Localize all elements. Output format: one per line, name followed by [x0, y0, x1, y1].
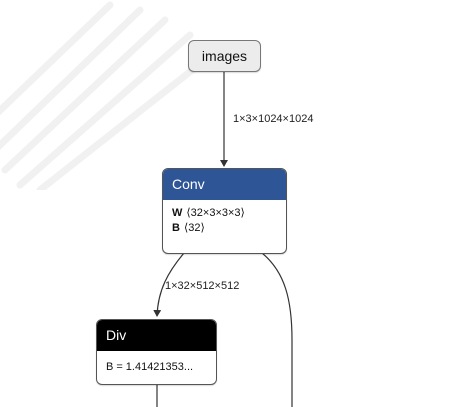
edge-conv-div — [153, 252, 185, 317]
div-attr-b: B=1.41421353... — [106, 360, 207, 375]
edge-label-images-conv: 1×3×1024×1024 — [233, 113, 314, 125]
div-attr-b-value: 1.41421353... — [125, 361, 194, 373]
div-node-title: Div — [106, 327, 127, 343]
edge-conv-offscreen — [261, 252, 293, 407]
div-node-header: Div — [97, 320, 216, 351]
conv-node-header: Conv — [163, 169, 286, 200]
conv-attr-weight-name: W — [172, 207, 183, 219]
div-node-attrs: B=1.41421353... — [97, 351, 216, 379]
conv-node[interactable]: Conv W⟨32×3×3×3⟩ B⟨32⟩ — [162, 168, 287, 254]
div-attr-b-name: B — [106, 361, 114, 373]
conv-node-attrs: W⟨32×3×3×3⟩ B⟨32⟩ — [163, 200, 286, 240]
div-node[interactable]: Div B=1.41421353... — [96, 319, 217, 385]
images-input-label: images — [201, 48, 248, 64]
conv-attr-weight-value: ⟨32×3×3×3⟩ — [186, 207, 245, 219]
images-input-node[interactable]: images — [188, 40, 261, 72]
conv-attr-bias-value: ⟨32⟩ — [183, 222, 205, 234]
conv-attr-bias: B⟨32⟩ — [172, 221, 277, 236]
conv-attr-weight: W⟨32×3×3×3⟩ — [172, 206, 277, 221]
edge-label-conv-div: 1×32×512×512 — [165, 280, 240, 292]
div-attr-b-equals: = — [116, 361, 123, 373]
conv-node-title: Conv — [172, 176, 205, 192]
conv-attr-bias-name: B — [172, 222, 180, 234]
